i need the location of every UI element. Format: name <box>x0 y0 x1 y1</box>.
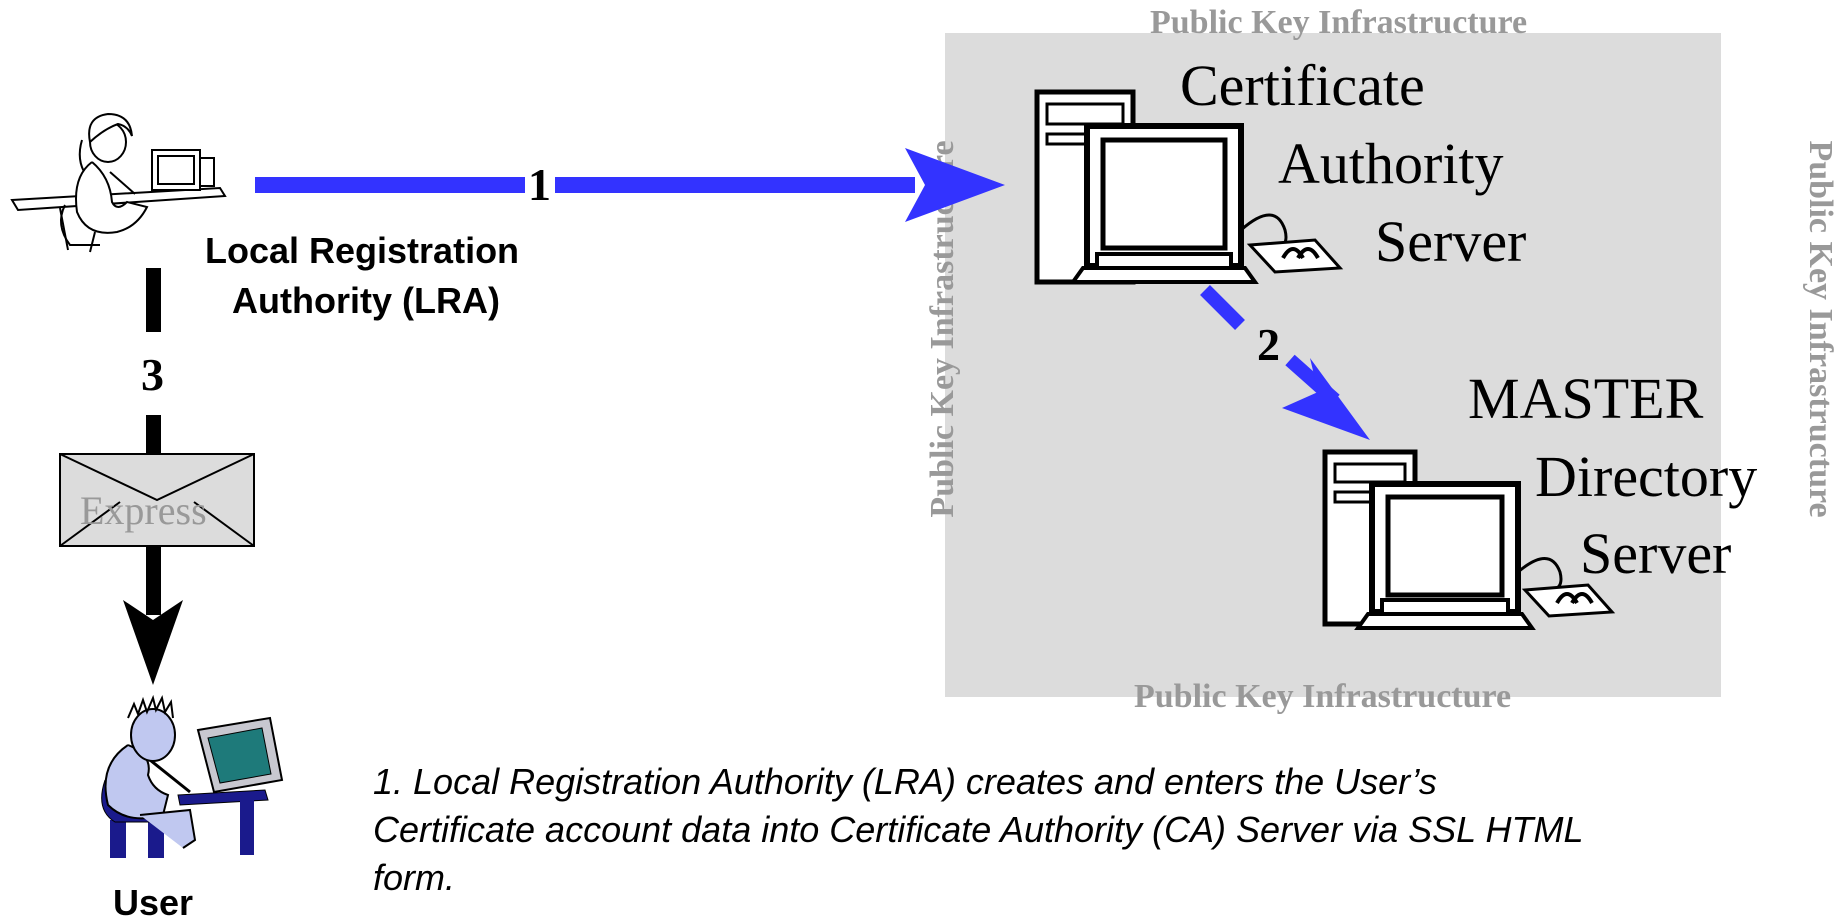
arrow-3 <box>123 268 183 685</box>
lra-label-2: Authority (LRA) <box>232 280 500 321</box>
express-envelope-icon <box>59 453 255 547</box>
lra-label-1: Local Registration <box>205 230 520 271</box>
step-1-label: 1 <box>528 159 551 210</box>
ca-computer-icon <box>1034 89 1344 285</box>
user-person-icon <box>101 694 284 858</box>
ca-server-label-1: Certificate <box>1180 53 1425 118</box>
description-line-3: form. <box>373 857 456 898</box>
description-line-2: Certificate account data into Certificat… <box>373 809 1584 850</box>
step-3-label: 3 <box>141 349 164 400</box>
master-computer-icon <box>1322 449 1616 630</box>
description-line-1: 1. Local Registration Authority (LRA) cr… <box>373 761 1437 802</box>
master-server-label-3: Server <box>1580 521 1732 586</box>
master-server-label-2: Directory <box>1535 444 1758 509</box>
step-2-label: 2 <box>1257 319 1280 370</box>
user-label: User <box>113 882 194 923</box>
arrow-2 <box>1200 285 1370 440</box>
ca-server-label-3: Server <box>1375 209 1527 274</box>
envelope-label: Express <box>80 488 207 533</box>
ca-server-label-2: Authority <box>1278 131 1504 196</box>
pki-label-bottom: Public Key Infrastructure <box>1134 678 1512 715</box>
arrow-1 <box>255 148 1005 222</box>
master-server-label-1: MASTER <box>1468 366 1704 431</box>
pki-label-top: Public Key Infrastructure <box>1150 4 1528 41</box>
lra-person-icon <box>10 112 227 253</box>
